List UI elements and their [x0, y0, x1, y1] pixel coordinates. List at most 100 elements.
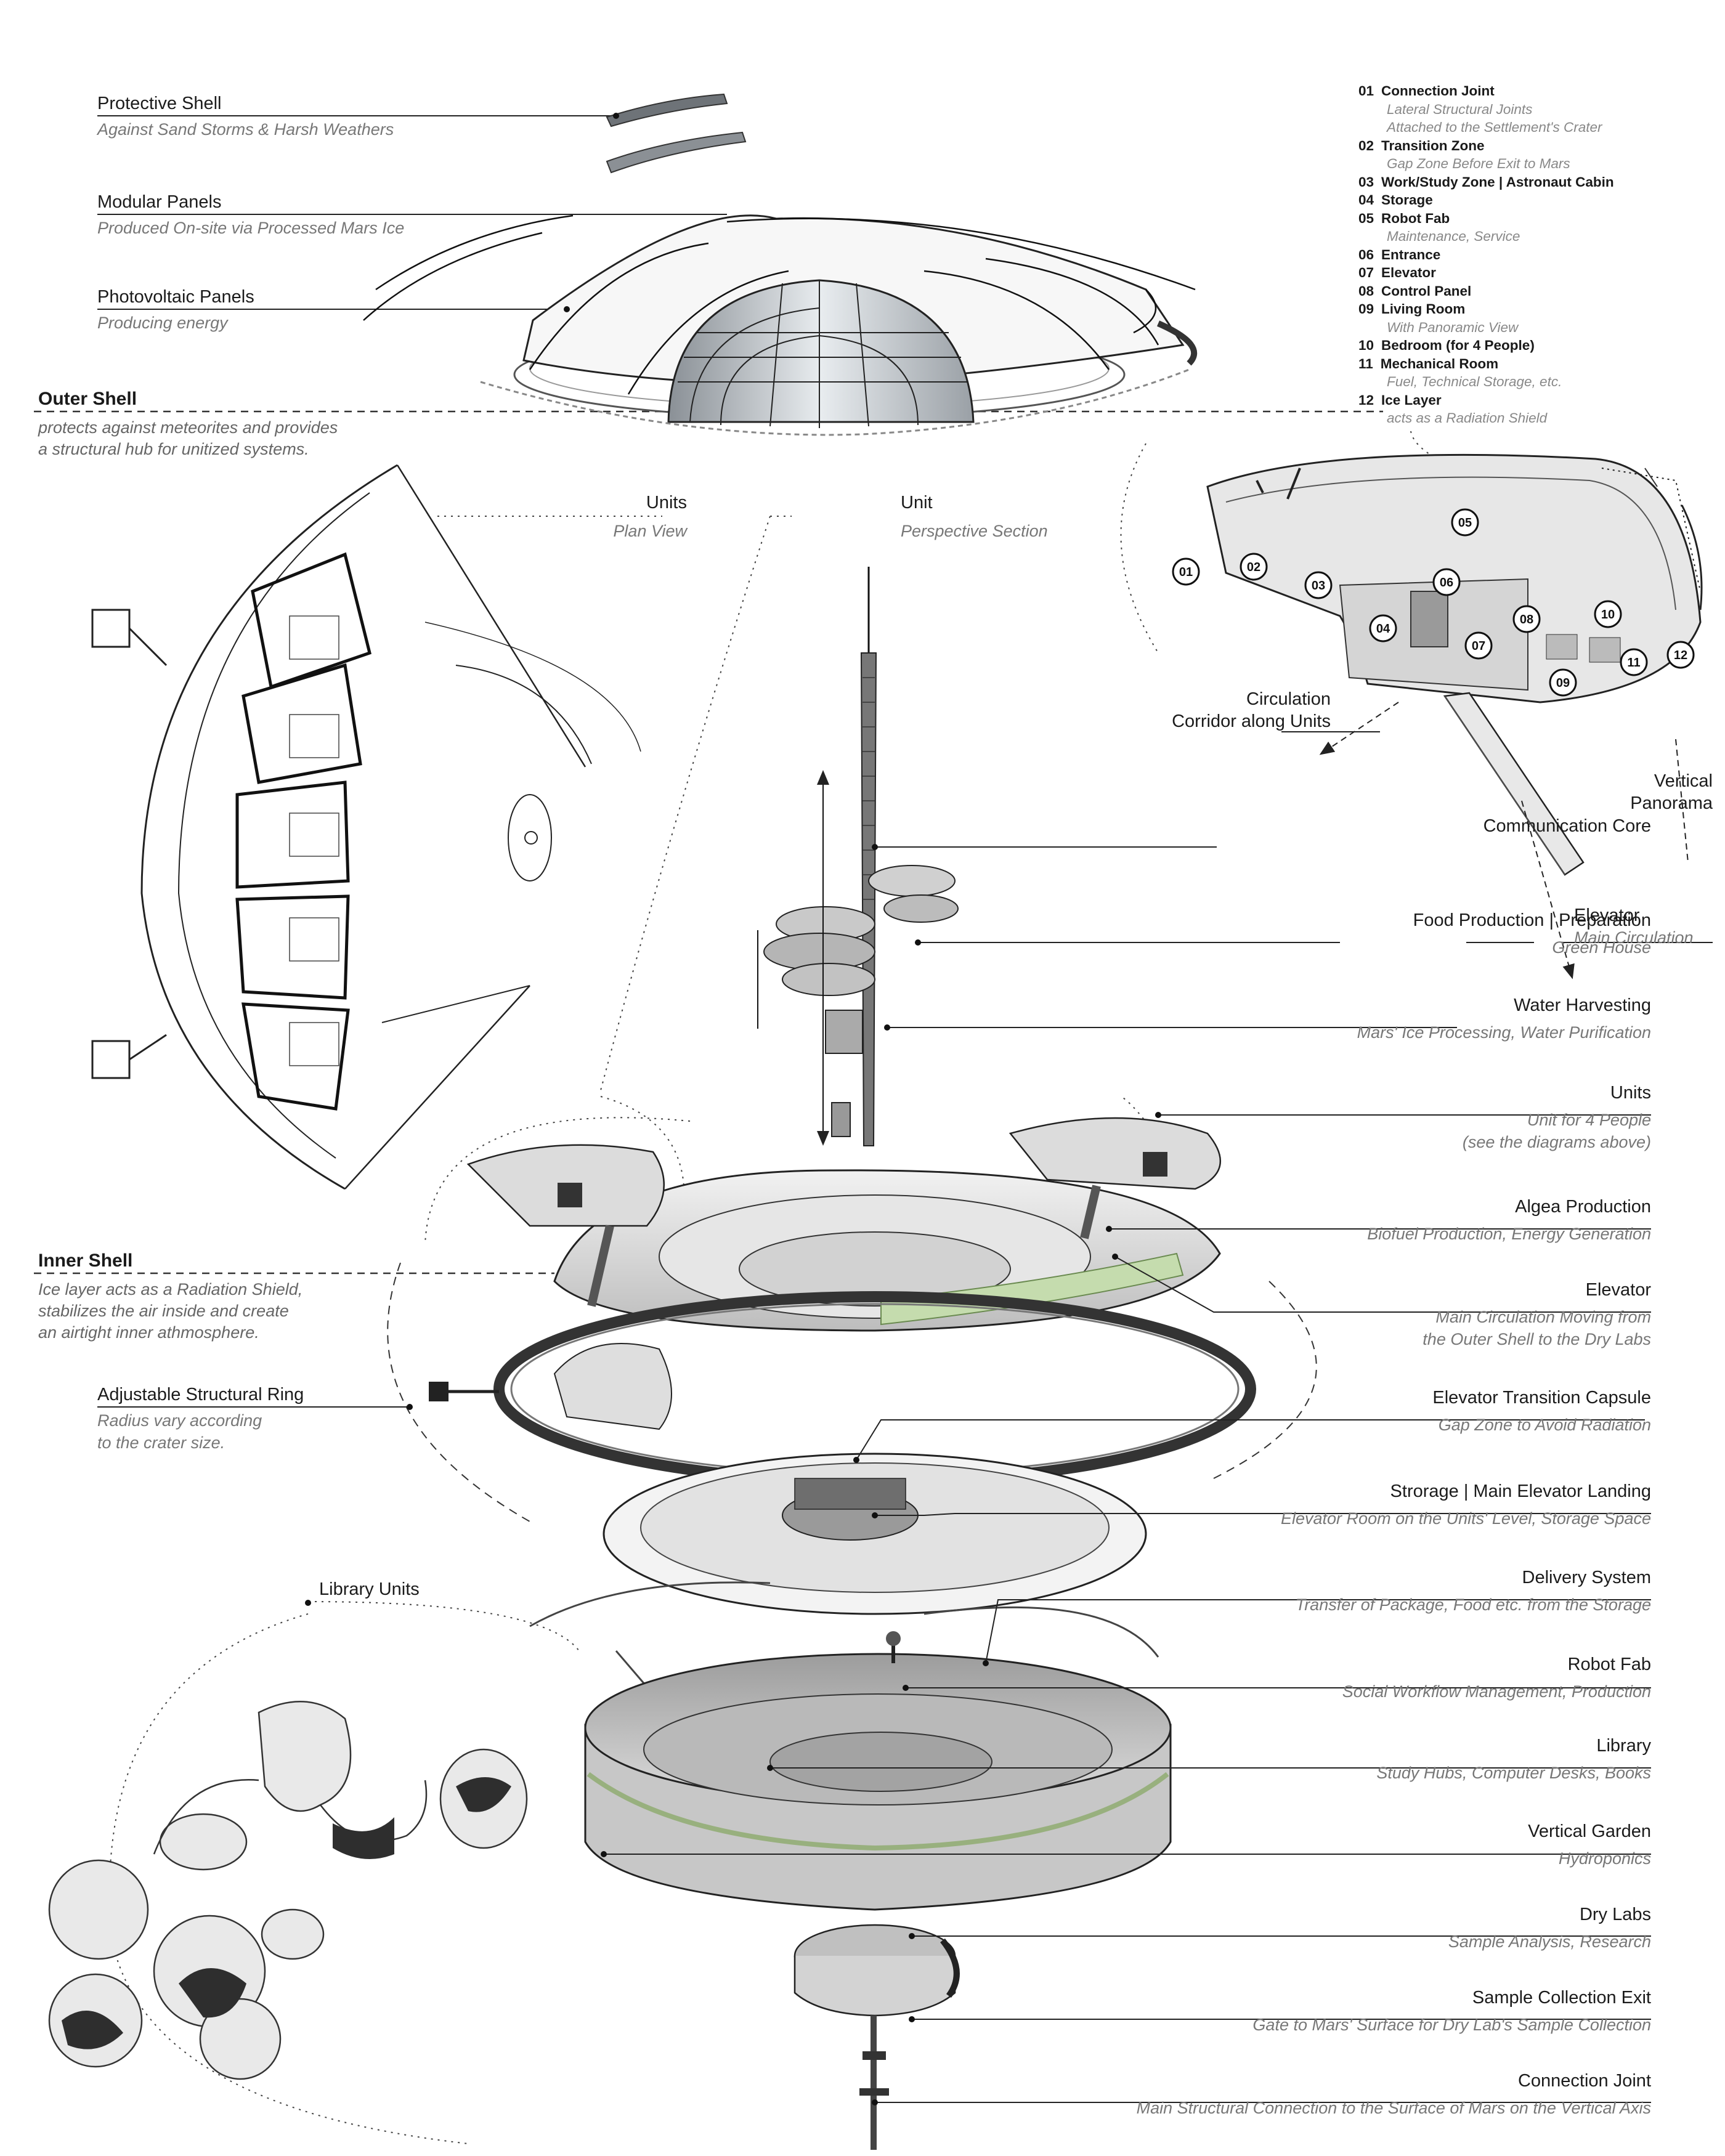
- label-sub: Produced On-site via Processed Mars Ice: [97, 219, 405, 237]
- photovoltaic-panels-label: Photovoltaic Panels Producing energy: [97, 286, 254, 334]
- legend-item-10: 10 Bedroom (for 4 People): [1358, 336, 1716, 355]
- label-title: Algea Production: [1515, 1197, 1651, 1217]
- legend-title-text: Transition Zone: [1381, 137, 1485, 153]
- legend-title-text: Bedroom (for 4 People): [1381, 338, 1535, 353]
- units-ring: [466, 1117, 1222, 1332]
- label-title: Strorage | Main Elevator Landing: [1390, 1481, 1651, 1501]
- legend-title-text: Entrance: [1381, 246, 1441, 262]
- inner-shell-desc-2: stabilizes the air inside and create: [38, 1302, 289, 1320]
- label-sub: Green House: [1552, 938, 1651, 957]
- legend-sub: Gap Zone Before Exit to Mars: [1387, 156, 1570, 171]
- outer-shell-dome: [363, 214, 1198, 436]
- label-sub-2: to the crater size.: [97, 1433, 225, 1452]
- label-sub: Hydroponics: [1558, 1849, 1651, 1868]
- unit-sub: Perspective Section: [901, 522, 1048, 540]
- label-sub: Against Sand Storms & Harsh Weathers: [97, 120, 394, 139]
- unit-elevator-sub: Main Circulation: [1574, 928, 1694, 947]
- label-title: Units: [1610, 1083, 1651, 1103]
- legend-sub: Lateral Structural Joints: [1387, 101, 1533, 117]
- label-sub: Mars' Ice Processing, Water Purification: [1357, 1023, 1651, 1042]
- protective-shell-label: Protective Shell Against Sand Storms & H…: [97, 92, 394, 140]
- label-title: Library: [1596, 1736, 1651, 1756]
- legend-title: 10 Bedroom (for 4 People): [1358, 336, 1716, 355]
- left-leader-lines: [97, 115, 727, 1408]
- storage-plate: [603, 1453, 1147, 1615]
- callout-num-10: 10: [1601, 608, 1615, 622]
- callout-03: [1304, 571, 1333, 599]
- legend-title-text: Elevator: [1381, 265, 1436, 280]
- vertical-line-2: Panorama: [1630, 793, 1713, 813]
- adjustable-structural-ring: [429, 1291, 1256, 1487]
- inner-shell-dashed-ring: [387, 1262, 1317, 1522]
- unit-section-view-title: Unit Perspective Section: [901, 492, 1048, 542]
- callout-11: [1620, 648, 1648, 676]
- callout-num-09: 09: [1556, 676, 1570, 690]
- callout-09: [1549, 668, 1577, 697]
- callout-num-02: 02: [1247, 561, 1260, 574]
- label-sub: Main Circulation Moving from: [1435, 1308, 1651, 1326]
- protective-shell-pieces: [606, 93, 747, 174]
- unit-elevator-label: Elevator Main Circulation: [1574, 904, 1694, 949]
- callout-08: [1512, 605, 1541, 633]
- legend-number: 10: [1358, 338, 1374, 353]
- callout-02: [1240, 553, 1268, 581]
- library-units-marker: [305, 1600, 311, 1606]
- unit-title: Unit: [901, 493, 933, 513]
- label-title: Adjustable Structural Ring: [97, 1385, 304, 1404]
- label-title: Delivery System: [1522, 1568, 1652, 1587]
- legend-number: 02: [1358, 137, 1374, 153]
- unit-arrows: [1319, 702, 1689, 979]
- right-leader-lines: [604, 731, 1713, 2103]
- units-sub: Plan View: [613, 522, 687, 540]
- circulation-label: Circulation Corridor along Units: [1072, 688, 1331, 732]
- outer-shell-title: Outer Shell: [38, 389, 137, 409]
- unit-callout-numbers: 01 02 03 04 05 06 07 08 09 10 11 12: [1179, 516, 1687, 690]
- units-title: Units: [646, 493, 687, 513]
- callout-07: [1464, 631, 1493, 660]
- callout-num-12: 12: [1674, 649, 1687, 662]
- adjustable-ring-label: Adjustable Structural Ring Radius vary a…: [97, 1384, 304, 1454]
- callout-06: [1432, 568, 1461, 596]
- legend-sub: Attached to the Settlement's Crater: [1387, 120, 1602, 135]
- callout-num-03: 03: [1312, 579, 1325, 593]
- dry-labs: [794, 1924, 960, 2150]
- leader-dots: [407, 113, 1161, 2105]
- legend-number: 09: [1358, 301, 1374, 317]
- legend-number: 03: [1358, 174, 1374, 190]
- legend-number: 01: [1358, 83, 1374, 99]
- legend-title-text: Robot Fab: [1381, 210, 1450, 226]
- label-title: Connection Joint: [1517, 2071, 1651, 2091]
- legend-sub: With Panoramic View: [1387, 319, 1519, 335]
- callout-04: [1369, 614, 1397, 642]
- label-title: Modular Panels: [97, 192, 222, 212]
- unit-elevator-title: Elevator: [1574, 906, 1640, 925]
- outer-shell-desc-2: a structural hub for unitized systems.: [38, 440, 309, 458]
- callout-num-06: 06: [1440, 576, 1453, 590]
- circulation-line-1: Circulation: [1246, 689, 1331, 709]
- outer-shell-header: Outer Shell protects against meteorites …: [38, 387, 338, 460]
- label-sub-2: the Outer Shell to the Dry Labs: [1423, 1330, 1651, 1348]
- callout-01: [1172, 557, 1200, 586]
- inner-shell-header: Inner Shell Ice layer acts as a Radiatio…: [38, 1249, 302, 1343]
- circulation-line-2: Corridor along Units: [1172, 711, 1331, 731]
- callout-num-04: 04: [1376, 622, 1390, 636]
- legend-number: 11: [1358, 355, 1373, 371]
- label-title: Water Harvesting: [1514, 995, 1651, 1015]
- label-sub: Biofuel Production, Energy Generation: [1367, 1225, 1651, 1243]
